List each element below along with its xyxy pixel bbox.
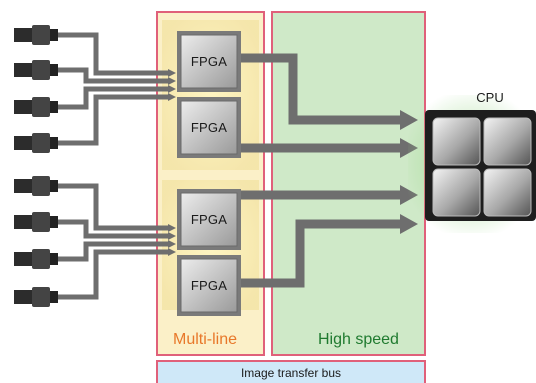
fpga-chip xyxy=(177,189,241,250)
fpga-chip xyxy=(177,31,241,92)
arrow-heads-top xyxy=(168,69,176,101)
camera-icon xyxy=(14,25,58,45)
camera-icon xyxy=(14,60,58,80)
camera-icon xyxy=(14,133,58,153)
camera-icon xyxy=(14,212,58,232)
camera-icon xyxy=(14,97,58,117)
camera-icon xyxy=(14,287,58,307)
camera-icon xyxy=(14,176,58,196)
camera-connectors-top xyxy=(58,32,168,146)
camera-group xyxy=(14,25,58,307)
image-transfer-bus xyxy=(156,360,426,383)
high-speed-links xyxy=(236,53,400,288)
fpga-chip xyxy=(177,97,241,158)
fpga-chip xyxy=(177,255,241,316)
arrow-heads-bottom xyxy=(168,224,176,256)
camera-connectors-bottom xyxy=(58,183,168,300)
cpu-chip xyxy=(425,110,536,221)
camera-icon xyxy=(14,249,58,269)
